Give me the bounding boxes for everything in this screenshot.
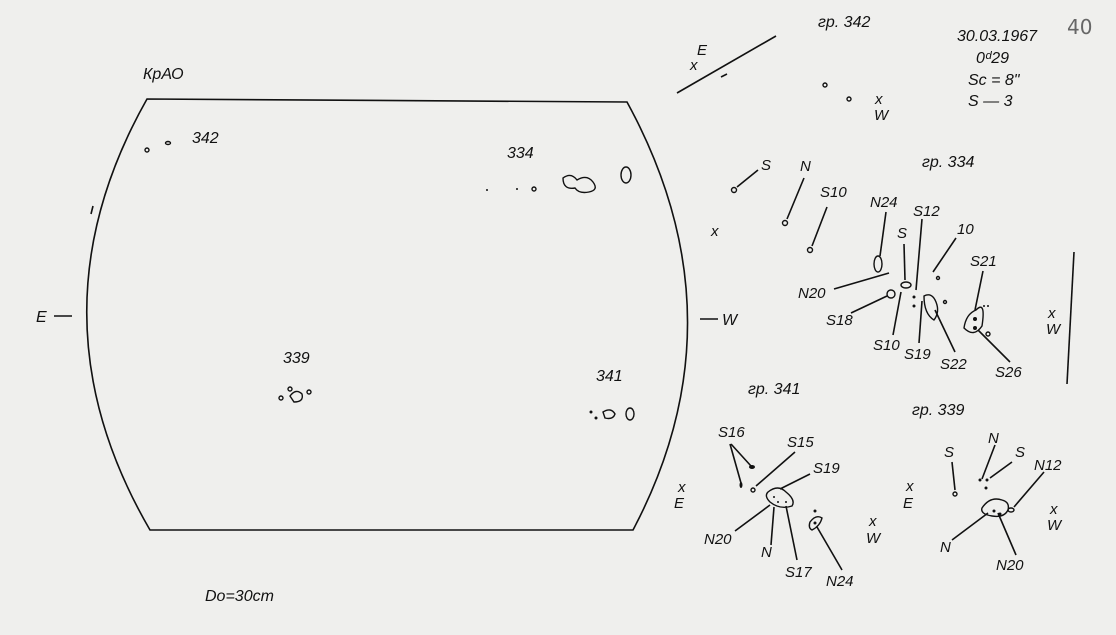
x-mark: x bbox=[874, 91, 883, 108]
group-342-west: W bbox=[874, 107, 890, 124]
label: S22 bbox=[940, 356, 967, 373]
label: S17 bbox=[785, 564, 812, 581]
label: N12 bbox=[1034, 457, 1062, 474]
label: N bbox=[940, 539, 951, 556]
label: S10 bbox=[873, 337, 900, 354]
label: S19 bbox=[904, 346, 931, 363]
group-341-title: гр. 341 bbox=[748, 381, 800, 398]
disk-group-label: 341 bbox=[596, 368, 623, 385]
disk-group-label: 339 bbox=[283, 350, 310, 367]
label: W bbox=[1046, 321, 1062, 338]
label: S12 bbox=[913, 203, 940, 220]
label: E bbox=[674, 495, 685, 512]
label: N24 bbox=[826, 573, 854, 590]
solar-disk-outline bbox=[85, 98, 689, 531]
label: N bbox=[988, 430, 999, 447]
label: S16 bbox=[718, 424, 745, 441]
orientation-x-mark: x bbox=[689, 57, 698, 74]
label: S21 bbox=[970, 253, 997, 270]
label: W bbox=[866, 530, 882, 547]
group-339-title: гр. 339 bbox=[912, 402, 964, 419]
label: S bbox=[944, 444, 954, 461]
label: N20 bbox=[798, 285, 826, 302]
orientation-east-label: E bbox=[697, 42, 708, 59]
x-mark: x bbox=[1049, 501, 1058, 518]
group-334-title: гр. 334 bbox=[922, 154, 974, 171]
s-value: S — 3 bbox=[968, 93, 1013, 110]
label: S19 bbox=[813, 460, 840, 477]
x-mark: x bbox=[1047, 305, 1056, 322]
observation-time: 0ᵈ29 bbox=[976, 50, 1009, 67]
label: S bbox=[1015, 444, 1025, 461]
observation-date: 30.03.1967 bbox=[957, 28, 1038, 45]
label: S bbox=[897, 225, 907, 242]
label: S26 bbox=[995, 364, 1022, 381]
x-mark: x bbox=[868, 513, 877, 530]
disk-group-label: 342 bbox=[192, 130, 219, 147]
label: N bbox=[800, 158, 811, 175]
limb-mark bbox=[90, 205, 94, 215]
x-mark: x bbox=[710, 223, 719, 240]
label: N20 bbox=[996, 557, 1024, 574]
label: S bbox=[761, 157, 771, 174]
label: N bbox=[761, 544, 772, 561]
label: N24 bbox=[870, 194, 898, 211]
page-number: 40 bbox=[1067, 15, 1092, 39]
label: S15 bbox=[787, 434, 814, 451]
label: E bbox=[903, 495, 914, 512]
label: 10 bbox=[957, 221, 974, 238]
disk-group-label: 334 bbox=[507, 145, 534, 162]
label: S10 bbox=[820, 184, 847, 201]
x-mark: x bbox=[905, 478, 914, 495]
observatory-label: КрАО bbox=[143, 66, 184, 83]
label: W bbox=[1047, 517, 1063, 534]
disk-west-label: W bbox=[722, 312, 739, 329]
scale-value: Sc = 8" bbox=[968, 72, 1021, 89]
disk-east-label: E bbox=[36, 309, 47, 326]
label: N20 bbox=[704, 531, 732, 548]
group-342-title: гр. 342 bbox=[818, 14, 870, 31]
label: S18 bbox=[826, 312, 853, 329]
x-mark: x bbox=[677, 479, 686, 496]
diameter-note: Do=30cm bbox=[205, 588, 274, 605]
